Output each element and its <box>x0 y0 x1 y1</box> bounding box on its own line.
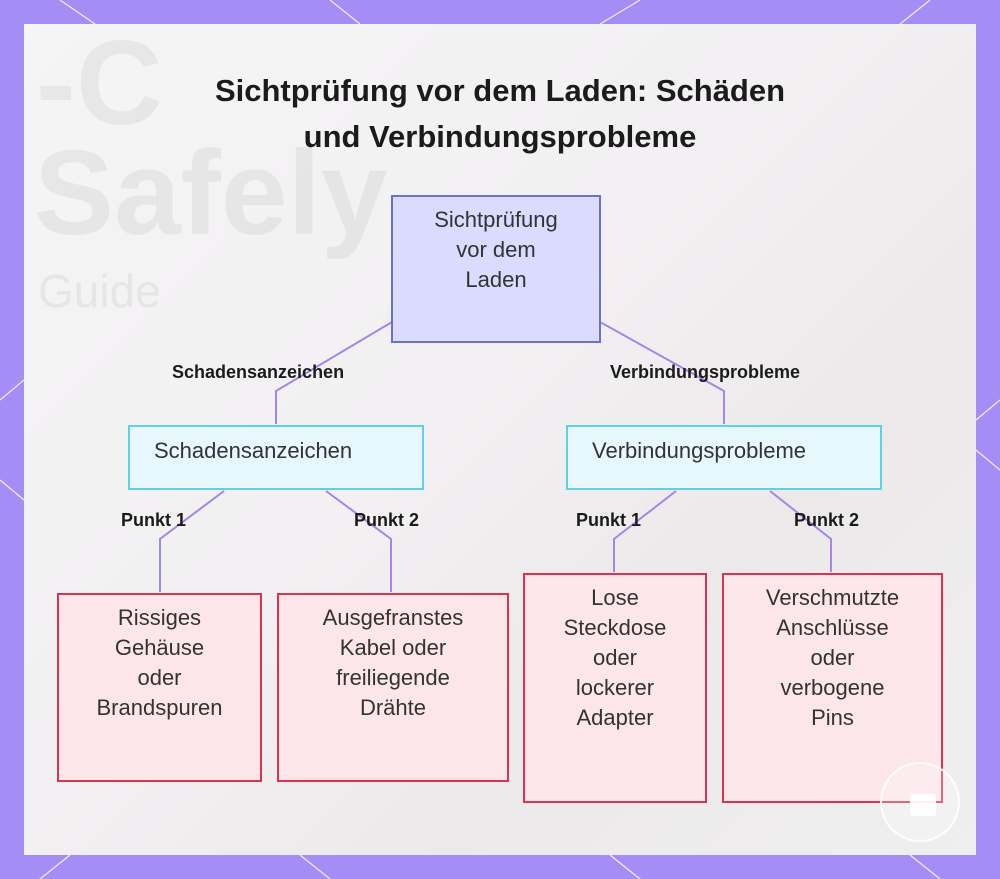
edge-right-p2 <box>769 490 832 572</box>
leaf-line: Gehäuse <box>114 635 205 660</box>
leaf-lose-steckdose: Lose Steckdose oder lockerer Adapter <box>523 573 707 803</box>
edge-left-p1 <box>159 490 225 592</box>
page-title: Sichtprüfung vor dem Laden: Schäden und … <box>24 68 976 160</box>
node-schadensanzeichen: Schadensanzeichen <box>128 425 424 490</box>
leaf-line: Anschlüsse <box>776 615 889 640</box>
leaf-line: Kabel oder <box>339 635 447 660</box>
leaf-line: freiliegende <box>336 665 450 690</box>
node-verbindungsprobleme-label: Verbindungsprobleme <box>592 438 807 463</box>
leaf-line: Drähte <box>359 695 427 720</box>
leaf-line: Lose <box>591 585 639 610</box>
node-verbindungsprobleme: Verbindungsprobleme <box>566 425 882 490</box>
background-text-guide: Guide <box>38 265 161 317</box>
leaf-line: oder <box>592 645 638 670</box>
background-text-c: -C <box>36 24 163 150</box>
edge-root-left <box>275 321 393 424</box>
title-line-2: und Verbindungsprobleme <box>303 119 697 154</box>
leaf-line: Steckdose <box>563 615 667 640</box>
leaf-line: oder <box>810 645 855 670</box>
diagram-card: -C Safely Guide Sichtprüfung vor dem Lad… <box>24 24 976 855</box>
root-node: Sichtprüfung vor dem Laden <box>391 195 601 343</box>
leaf-rissiges-gehaeuse: Rissiges Gehäuse oder Brandspuren <box>57 593 262 782</box>
leaf-line: Rissiges <box>117 605 202 630</box>
background-text-safely: Safely <box>34 126 388 260</box>
edge-root-right <box>599 321 725 424</box>
edge-label-left-punkt-2: Punkt 2 <box>354 510 420 530</box>
leaf-verschmutzte-anschluesse: Verschmutzte Anschlüsse oder verbogene P… <box>722 573 943 803</box>
leaf-line: oder <box>137 665 182 690</box>
root-line: Sichtprüfung <box>434 207 558 232</box>
edge-left-p2 <box>325 490 392 592</box>
connector-edges <box>159 321 832 592</box>
node-schadensanzeichen-label: Schadensanzeichen <box>154 438 353 463</box>
edge-label-left-punkt-1: Punkt 1 <box>121 510 187 530</box>
leaf-line: Ausgefranstes <box>322 605 464 630</box>
leaf-ausgefranstes-kabel: Ausgefranstes Kabel oder freiliegende Dr… <box>277 593 509 782</box>
edge-label-schadensanzeichen: Schadensanzeichen <box>172 362 345 382</box>
leaf-line: verbogene <box>780 675 885 700</box>
root-line: vor dem <box>456 237 536 262</box>
leaf-line: Pins <box>811 705 854 730</box>
leaf-line: lockerer <box>575 675 655 700</box>
leaf-line: Adapter <box>576 705 654 730</box>
edge-label-verbindungsprobleme: Verbindungsprobleme <box>610 362 801 382</box>
title-line-1: Sichtprüfung vor dem Laden: Schäden <box>214 73 786 108</box>
edge-label-right-punkt-1: Punkt 1 <box>576 510 642 530</box>
watermark-logo-icon <box>880 762 960 842</box>
edge-label-right-punkt-2: Punkt 2 <box>794 510 860 530</box>
leaf-line: Verschmutzte <box>765 585 900 610</box>
edge-right-p1 <box>613 490 677 572</box>
leaf-line: Brandspuren <box>96 695 223 720</box>
root-line: Laden <box>465 267 527 292</box>
